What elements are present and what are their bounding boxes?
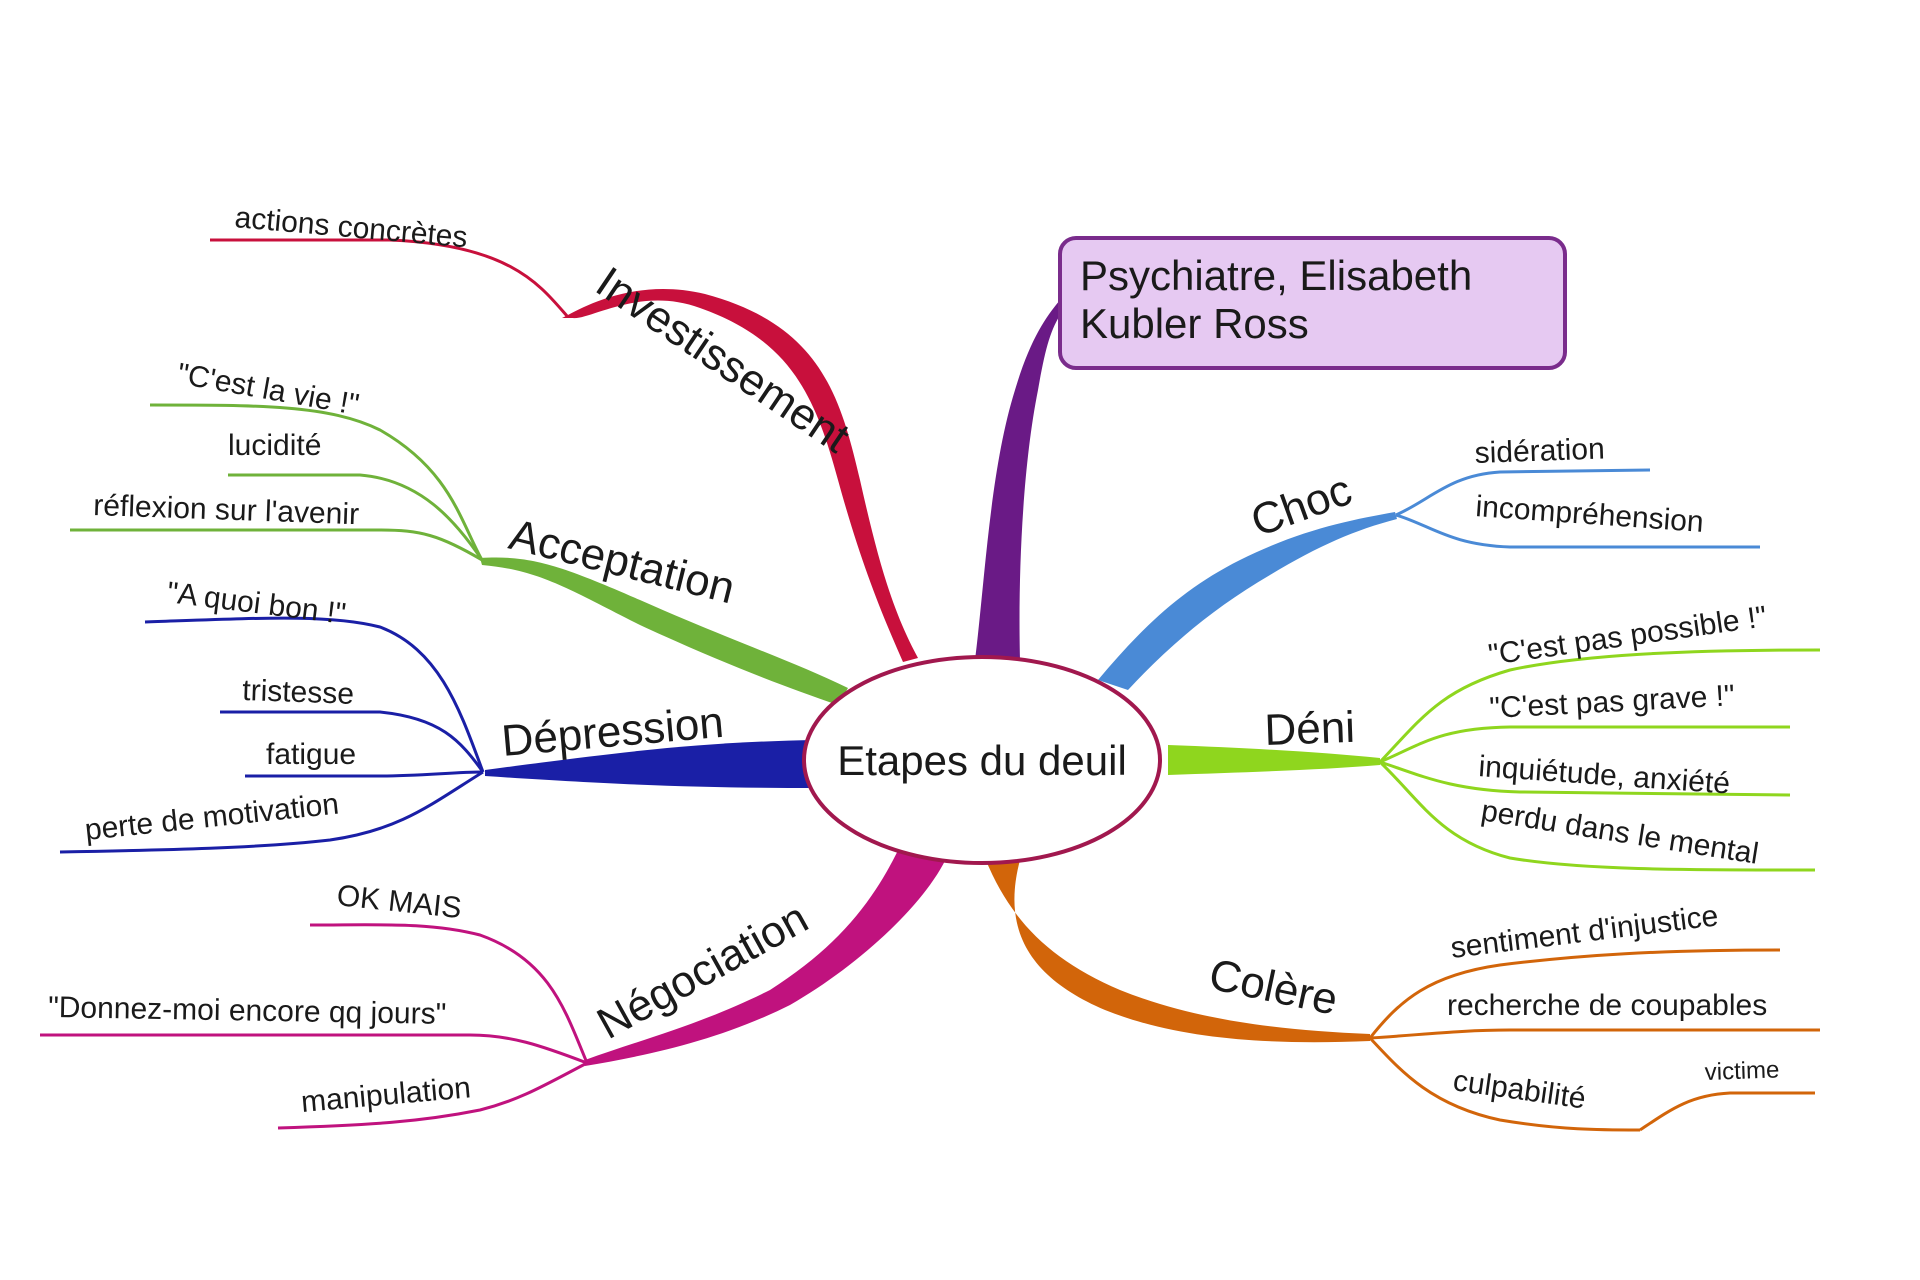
leaf-line-colere-0 <box>1368 948 1781 1039</box>
leaf-line-depression-1 <box>220 710 485 773</box>
leaf-line-investissement-0 <box>210 238 569 317</box>
leaf-colere-2: culpabilité <box>1451 1064 1588 1115</box>
source-note-box <box>1058 236 1567 370</box>
leaf-depression-3: perte de motivation <box>83 787 340 846</box>
leaf-line-colere-1 <box>1369 1028 1820 1040</box>
branch-note-link <box>975 300 1062 660</box>
leaf-line-colere-sub <box>1639 1091 1815 1132</box>
branch-acceptation: Acceptation "C'est la vie !" lucidité ré… <box>70 357 848 705</box>
source-note-line-1: Psychiatre, Elisabeth <box>1080 252 1472 299</box>
leaf-line-depression-3 <box>59 770 484 854</box>
branch-investissement-stem <box>562 289 918 662</box>
branch-choc-stem <box>1098 512 1397 690</box>
leaf-acceptation-2: réflexion sur l'avenir <box>93 489 360 531</box>
branch-deni-stem <box>1168 745 1380 775</box>
leaf-line-negociation-2 <box>277 1061 588 1130</box>
leaf-line-acceptation-1 <box>228 473 484 561</box>
leaf-colere-victime: victime <box>1704 1056 1780 1086</box>
leaf-colere-1: recherche de coupables <box>1447 989 1767 1022</box>
leaf-line-colere-2 <box>1368 1036 1641 1132</box>
branch-label-deni: Déni <box>1264 703 1356 755</box>
source-note-line-2: Kubler Ross <box>1080 300 1309 347</box>
leaf-investissement-0: actions concrètes <box>233 201 468 254</box>
leaf-acceptation-0: "C'est la vie !" <box>175 357 362 421</box>
leaf-acceptation-1: lucidité <box>228 429 321 462</box>
leaf-line-choc-0 <box>1395 468 1651 517</box>
leaf-line-depression-0 <box>144 616 485 773</box>
branch-acceptation-stem <box>480 557 848 705</box>
leaf-negociation-2: manipulation <box>300 1071 472 1119</box>
leaf-line-negociation-0 <box>309 923 589 1064</box>
branch-deni: Déni "C'est pas possible !" "C'est pas g… <box>1168 600 1821 872</box>
center-topic: Etapes du deuil <box>802 655 1162 865</box>
leaf-line-deni-0 <box>1378 648 1821 764</box>
branch-negociation-stem <box>585 840 950 1066</box>
leaf-depression-2: fatigue <box>266 738 356 771</box>
leaf-line-deni-3 <box>1378 760 1816 872</box>
branch-label-investissement: Investissement <box>587 258 858 463</box>
source-note: Psychiatre, Elisabeth Kubler Ross <box>1058 236 1567 370</box>
leaf-deni-0: "C'est pas possible !" <box>1486 600 1768 672</box>
branch-depression: Dépression "A quoi bon !" tristesse fati… <box>59 576 816 854</box>
branch-depression-stem <box>485 740 816 788</box>
branch-colere-stem <box>985 858 1370 1043</box>
center-ellipse <box>802 655 1162 865</box>
leaf-line-deni-2 <box>1379 760 1791 797</box>
leaf-depression-0: "A quoi bon !" <box>165 576 347 631</box>
leaf-choc-0: sidération <box>1474 432 1605 470</box>
branch-choc: Choc sidération incompréhension <box>1098 432 1760 690</box>
branch-colere: Colère sentiment d'injustice recherche d… <box>985 858 1820 1132</box>
leaf-choc-1: incompréhension <box>1475 490 1705 539</box>
leaf-line-acceptation-2 <box>70 528 483 562</box>
center-label: Etapes du deuil <box>837 737 1127 784</box>
leaf-deni-1: "C'est pas grave !" <box>1489 679 1736 725</box>
branch-label-colere: Colère <box>1205 950 1342 1025</box>
leaf-line-choc-1 <box>1395 513 1760 549</box>
note-link-stem <box>975 300 1062 660</box>
leaf-line-deni-1 <box>1379 725 1790 764</box>
branch-negociation: Négociation OK MAIS "Donnez-moi encore q… <box>40 840 950 1130</box>
leaf-line-depression-2 <box>245 770 484 778</box>
leaf-line-negociation-1 <box>40 1033 588 1065</box>
leaf-negociation-0: OK MAIS <box>335 879 463 925</box>
leaf-negociation-1: "Donnez-moi encore qq jours" <box>48 991 447 1031</box>
leaf-depression-1: tristesse <box>242 674 355 711</box>
leaf-line-acceptation-0 <box>149 403 484 561</box>
